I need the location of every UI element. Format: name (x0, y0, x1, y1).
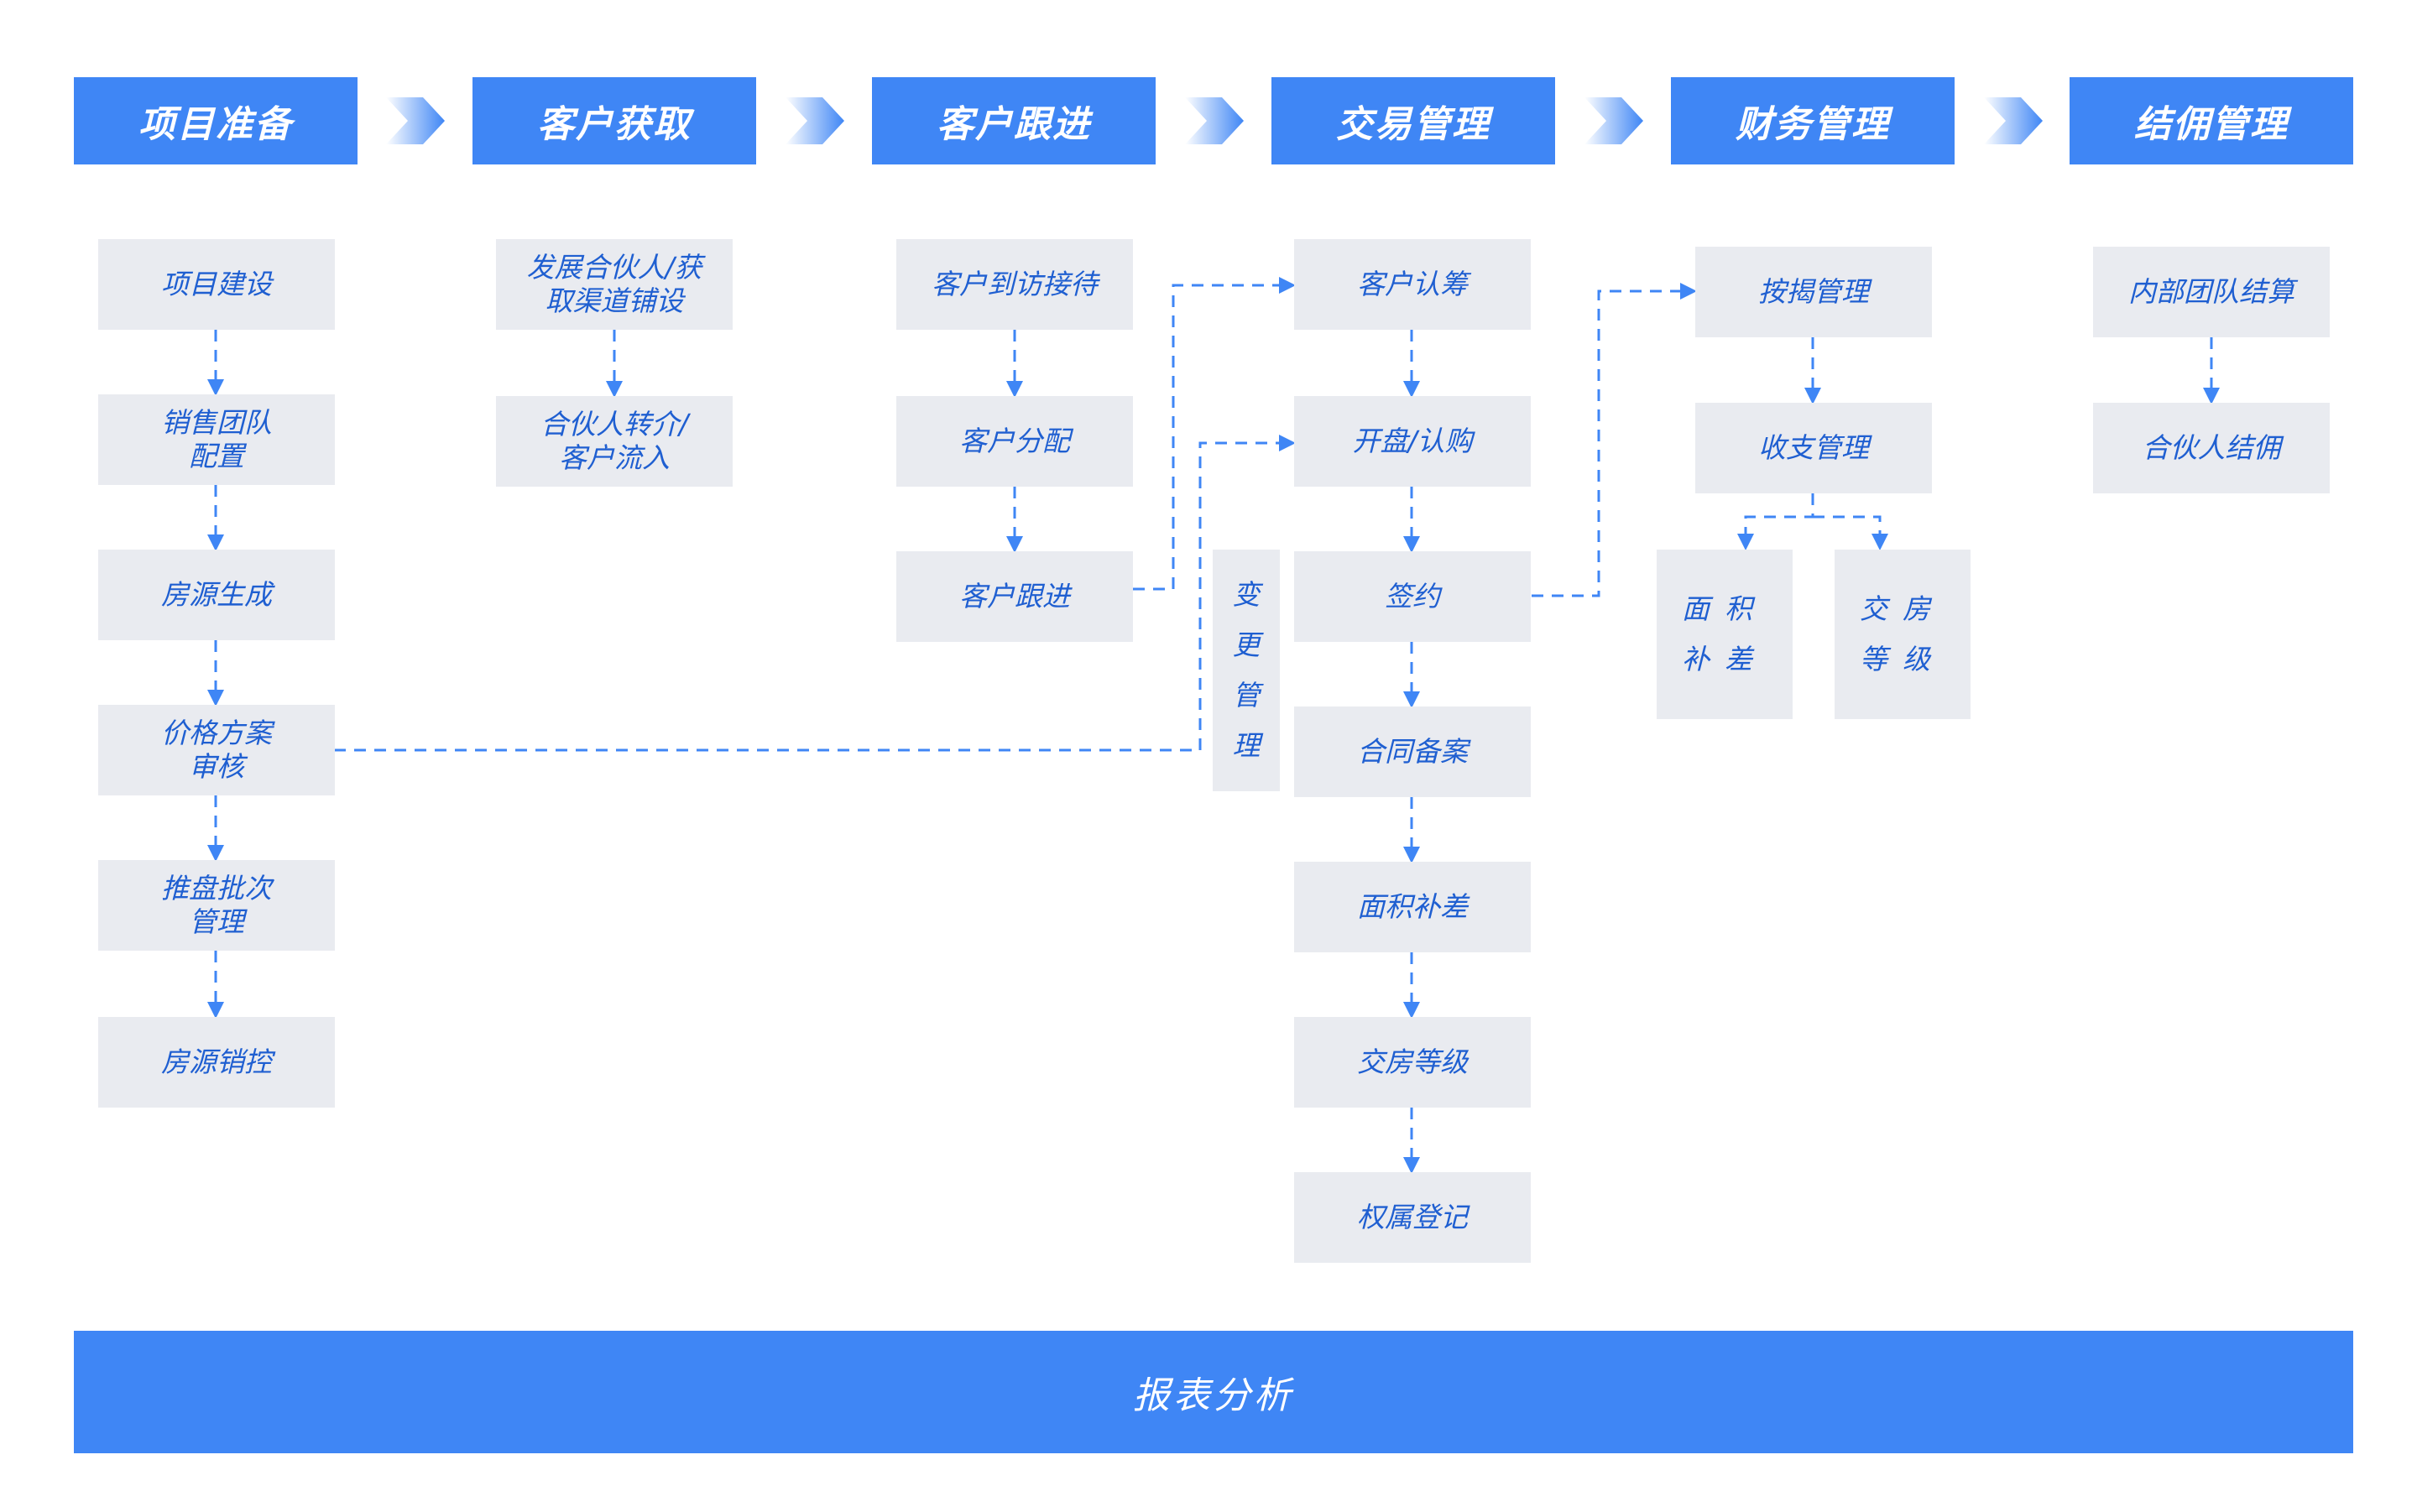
box-opening-subscription: 开盘/认购 (1294, 396, 1531, 487)
box-project-construction: 项目建设 (98, 239, 335, 330)
stage-header-commission-mgmt: 结佣管理 (2070, 77, 2353, 164)
box-label: 推盘批次 管理 (161, 872, 272, 938)
change-mgmt-char: 理 (1232, 729, 1261, 762)
box-customer-followup: 客户跟进 (896, 551, 1133, 642)
box-partner-referral: 合伙人转介/ 客户流入 (496, 396, 733, 487)
change-mgmt-char: 更 (1232, 628, 1261, 661)
box-label: 签约 (1385, 580, 1440, 613)
chevron-right-icon (786, 97, 844, 144)
box-label: 合同备案 (1357, 735, 1468, 768)
box-label: 客户到访接待 (932, 268, 1098, 300)
change-mgmt-char: 变 (1232, 578, 1261, 611)
box-label: 按揭管理 (1758, 275, 1869, 308)
chevron-right-icon (1185, 97, 1244, 144)
box-partner-commission: 合伙人结佣 (2093, 403, 2330, 493)
box-contract-signing: 签约 (1294, 551, 1531, 642)
box-contract-filing: 合同备案 (1294, 706, 1531, 797)
box-title-registration: 权属登记 (1294, 1172, 1531, 1263)
box-finance-handover-level: 交房 等级 (1835, 550, 1971, 719)
box-mortgage-mgmt: 按揭管理 (1695, 247, 1932, 337)
box-customer-visit: 客户到访接待 (896, 239, 1133, 330)
box-change-mgmt: 变 更 管 理 (1213, 550, 1280, 791)
box-label: 面积补差 (1357, 890, 1468, 923)
stage-header-customer-acquisition: 客户获取 (472, 77, 756, 164)
box-label: 开盘/认购 (1352, 425, 1473, 457)
box-label: 客户跟进 (959, 580, 1070, 613)
box-price-plan-review: 价格方案 审核 (98, 705, 335, 795)
box-label: 发展合伙人/获 取渠道铺设 (526, 251, 702, 317)
box-inventory-sales-control: 房源销控 (98, 1017, 335, 1108)
box-handover-registration: 交房等级 (1294, 1017, 1531, 1108)
chevron-right-icon (1984, 97, 2043, 144)
box-label: 房源销控 (161, 1045, 272, 1078)
box-area-adjustment: 面积补差 (1294, 862, 1531, 952)
stage-header-finance-mgmt: 财务管理 (1671, 77, 1955, 164)
box-launch-batch-mgmt: 推盘批次 管理 (98, 860, 335, 951)
box-income-expense-mgmt: 收支管理 (1695, 403, 1932, 493)
chevron-right-icon (1584, 97, 1643, 144)
box-partner-development: 发展合伙人/获 取渠道铺设 (496, 239, 733, 330)
box-inventory-generation: 房源生成 (98, 550, 335, 640)
box-label: 价格方案 审核 (161, 717, 272, 783)
chevron-right-icon (386, 97, 445, 144)
box-sales-team-config: 销售团队 配置 (98, 394, 335, 485)
box-label: 客户分配 (959, 425, 1070, 457)
box-customer-pledge: 客户认筹 (1294, 239, 1531, 330)
box-label: 销售团队 配置 (161, 406, 272, 472)
box-label: 合伙人转介/ 客户流入 (540, 408, 689, 474)
change-mgmt-char: 管 (1232, 679, 1261, 712)
report-analysis-bar: 报表分析 (74, 1331, 2353, 1453)
box-label: 房源生成 (161, 578, 272, 611)
stage-header-transaction-mgmt: 交易管理 (1271, 77, 1555, 164)
box-label: 交房等级 (1357, 1045, 1468, 1078)
box-label: 内部团队结算 (2128, 275, 2294, 308)
box-label: 客户认筹 (1357, 268, 1468, 300)
box-finance-area-adjustment: 面积 补差 (1657, 550, 1793, 719)
box-customer-assignment: 客户分配 (896, 396, 1133, 487)
box-label: 收支管理 (1758, 431, 1869, 464)
stage-header-customer-followup: 客户跟进 (872, 77, 1156, 164)
box-label: 面积 补差 (1682, 592, 1767, 675)
box-internal-team-settlement: 内部团队结算 (2093, 247, 2330, 337)
stage-header-project-prep: 项目准备 (74, 77, 358, 164)
box-label: 交房 等级 (1860, 592, 1945, 675)
box-label: 权属登记 (1357, 1201, 1468, 1233)
box-label: 合伙人结佣 (2142, 431, 2281, 464)
box-label: 项目建设 (161, 268, 272, 300)
